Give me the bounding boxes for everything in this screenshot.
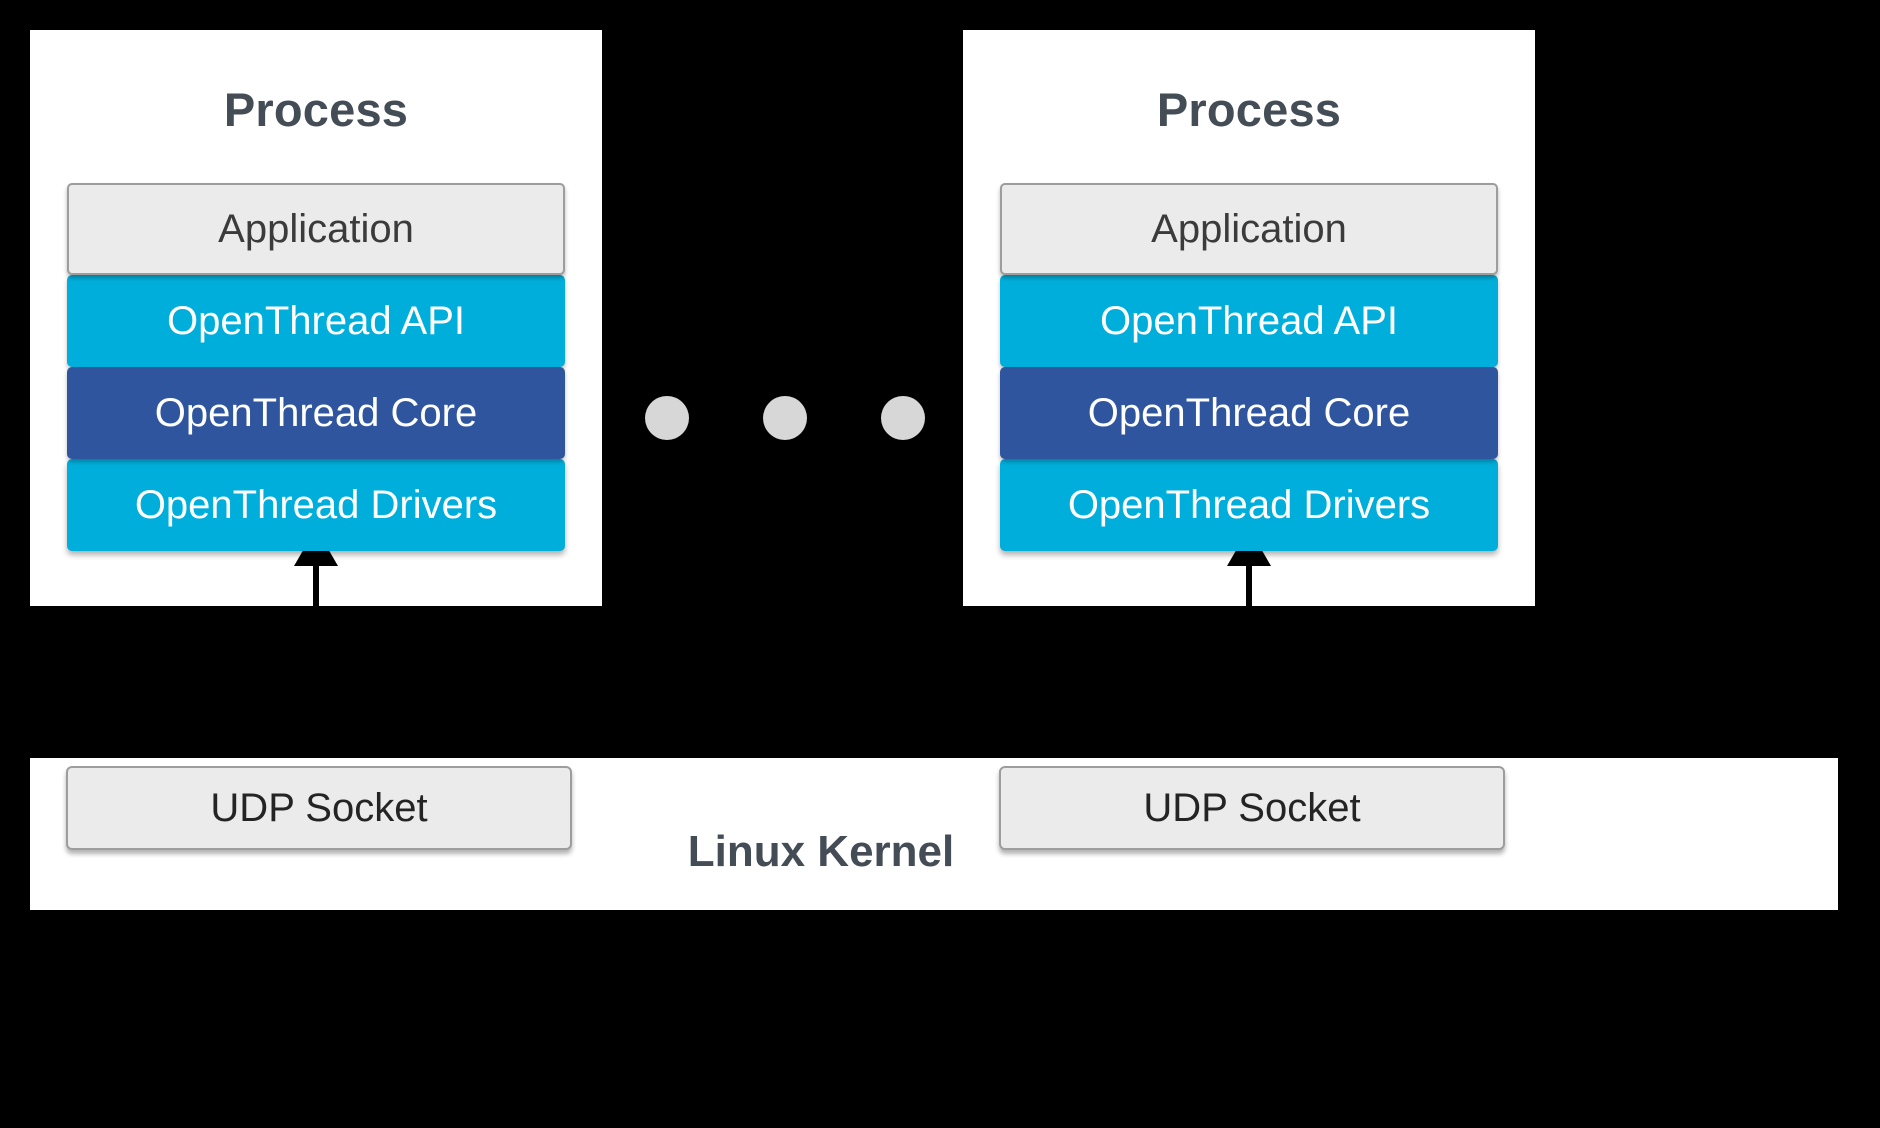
process-ellipsis xyxy=(645,396,925,442)
arrow-shaft-left xyxy=(313,560,319,620)
process-panel-left: Process Application OpenThread API OpenT… xyxy=(30,30,602,606)
layer-openthread-drivers-right[interactable]: OpenThread Drivers xyxy=(1000,459,1498,551)
process-title-right: Process xyxy=(1156,83,1342,136)
layer-application-left[interactable]: Application xyxy=(67,183,565,275)
layer-openthread-core-right[interactable]: OpenThread Core xyxy=(1000,367,1498,459)
arrow-shaft-right xyxy=(1246,560,1252,620)
process-panel-right: Process Application OpenThread API OpenT… xyxy=(963,30,1535,606)
ellipsis-dot-2 xyxy=(763,396,807,440)
process-title-left: Process xyxy=(223,83,409,136)
ellipsis-dot-3 xyxy=(881,396,925,440)
layer-openthread-drivers-left[interactable]: OpenThread Drivers xyxy=(67,459,565,551)
layer-application-right[interactable]: Application xyxy=(1000,183,1498,275)
linux-kernel-title: Linux Kernel xyxy=(687,827,955,876)
layer-openthread-api-right[interactable]: OpenThread API xyxy=(1000,275,1498,367)
udp-socket-box-left[interactable]: UDP Socket xyxy=(66,766,572,850)
linux-kernel-panel: UDP Socket Linux Kernel UDP Socket xyxy=(30,758,1838,910)
layer-stack-right: Application OpenThread API OpenThread Co… xyxy=(1000,183,1498,551)
layer-openthread-core-left[interactable]: OpenThread Core xyxy=(67,367,565,459)
layer-stack-left: Application OpenThread API OpenThread Co… xyxy=(67,183,565,551)
udp-socket-box-right[interactable]: UDP Socket xyxy=(999,766,1505,850)
layer-openthread-api-left[interactable]: OpenThread API xyxy=(67,275,565,367)
ellipsis-dot-1 xyxy=(645,396,689,440)
